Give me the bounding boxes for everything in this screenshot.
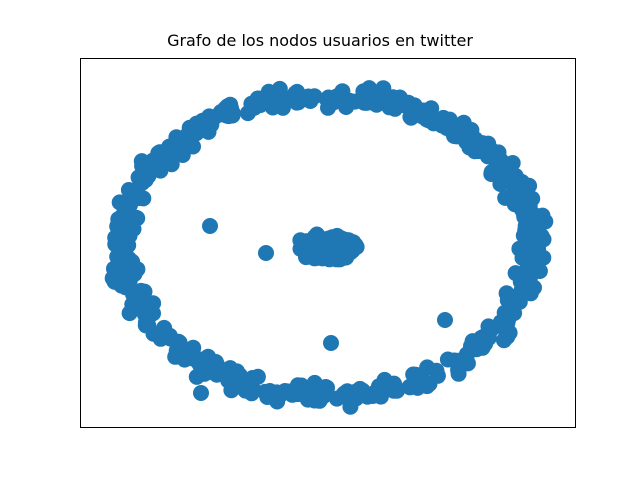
graph-node (193, 385, 209, 401)
graph-node (196, 365, 213, 382)
graph-node (134, 158, 151, 174)
graph-node (501, 291, 518, 308)
graph-node (519, 272, 536, 289)
graph-node (401, 378, 418, 395)
graph-node (188, 115, 205, 132)
graph-node (113, 221, 130, 238)
graph-node (467, 131, 484, 148)
graph-node (489, 154, 506, 171)
graph-node (407, 106, 424, 123)
graph-node (502, 168, 519, 185)
graph-node (323, 335, 339, 351)
graph-node (445, 125, 462, 142)
graph-node (250, 90, 267, 107)
graph-node (458, 349, 475, 366)
graph-node (372, 388, 389, 405)
graph-node (335, 91, 352, 108)
graph-node (306, 386, 323, 403)
graph-title: Grafo de los nodos usuarios en twitter (167, 31, 473, 50)
graph-node (496, 332, 512, 349)
graph-node (243, 385, 260, 402)
graph-node (202, 218, 218, 234)
graph-node (130, 190, 147, 207)
graph-node (384, 92, 401, 109)
graph-node (419, 359, 436, 376)
graph-node (511, 240, 528, 257)
graph-node (137, 314, 154, 331)
graph-node (127, 293, 144, 310)
graph-node (107, 236, 124, 253)
graph-node (220, 372, 237, 389)
graph-node (207, 354, 224, 370)
graph-node (521, 177, 538, 194)
graph-node (117, 279, 134, 296)
graph-node (367, 88, 384, 105)
graph-node (385, 376, 402, 392)
graph-node (306, 240, 323, 257)
graph-node (281, 91, 298, 108)
graph-node (320, 99, 336, 116)
graph-node (116, 263, 133, 280)
graph-node (330, 230, 347, 247)
graph-node (268, 384, 285, 401)
graph-node (480, 329, 497, 346)
graph-node (168, 136, 185, 153)
graph-node (436, 114, 453, 131)
graph-node (162, 330, 179, 347)
graph-node (300, 88, 317, 105)
graph-node (293, 385, 310, 402)
graph-node (200, 123, 217, 140)
graph-node (400, 94, 417, 111)
node-layer (104, 80, 554, 415)
graph-node (319, 379, 335, 396)
graph-node (359, 388, 376, 405)
graph-node (249, 368, 266, 385)
graph-node (214, 104, 231, 121)
graph-node (335, 386, 352, 403)
graph-node (437, 312, 453, 328)
graph-node (526, 244, 543, 261)
graph-node (263, 88, 280, 105)
graph-node (342, 398, 359, 415)
graph-node (348, 239, 365, 255)
graph-node (178, 347, 194, 363)
graph-node (258, 245, 274, 261)
plot-frame (80, 58, 576, 428)
graph-node (516, 209, 533, 225)
graph-node (321, 240, 338, 257)
graph-node (516, 197, 533, 214)
